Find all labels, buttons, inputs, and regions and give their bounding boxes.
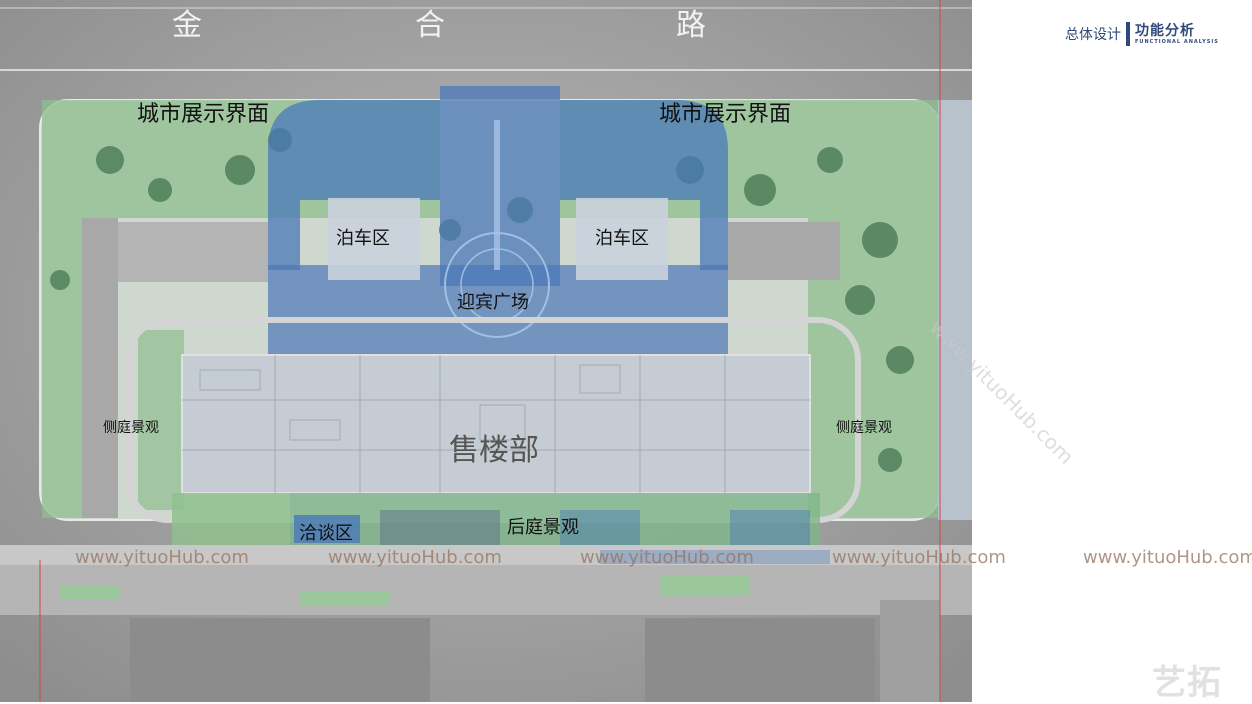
site-plan: 金 合 路 城市展示界面 城市展示界面 泊车区 泊车区 迎宾广场 售楼部 侧庭景… — [0, 0, 972, 702]
label-side-garden-right: 侧庭景观 — [836, 420, 892, 436]
road-name-char-2: 合 — [415, 8, 447, 43]
label-parking-right: 泊车区 — [595, 228, 649, 249]
label-side-garden-left: 侧庭景观 — [103, 420, 159, 436]
label-rear-garden: 后庭景观 — [507, 517, 579, 538]
label-negotiation-area: 洽谈区 — [299, 523, 353, 544]
watermark-2: www.yituoHub.com — [328, 547, 502, 568]
watermark-logo: 艺拓 — [1152, 663, 1222, 703]
side-panel — [972, 0, 1252, 702]
label-welcome-plaza: 迎宾广场 — [457, 292, 529, 313]
site-plan-drawing — [0, 0, 972, 702]
lower-building-right — [645, 618, 875, 702]
watermark-5: www.yituoHub.com — [1083, 547, 1252, 568]
parking-zone-left-road — [268, 100, 440, 270]
header-divider — [1126, 22, 1130, 46]
parking-lot-right — [576, 198, 668, 280]
negotiation-zone — [294, 515, 360, 543]
rear-garden-zone — [290, 493, 820, 545]
road-name-char-3: 路 — [676, 8, 708, 43]
parking-lot-left — [328, 198, 420, 280]
page-header: 总体设计 功能分析 FUNCTIONAL ANALYSIS — [1065, 22, 1219, 46]
label-parking-left: 泊车区 — [336, 228, 390, 249]
label-sales-office: 售楼部 — [449, 433, 539, 468]
header-title-stack: 功能分析 FUNCTIONAL ANALYSIS — [1135, 22, 1219, 45]
road-name-char-1: 金 — [172, 8, 204, 43]
lower-building-left — [130, 618, 430, 702]
label-city-display-left: 城市展示界面 — [137, 102, 270, 127]
watermark-1: www.yituoHub.com — [75, 547, 249, 568]
watermark-4: www.yituoHub.com — [832, 547, 1006, 568]
section-title: 总体设计 — [1065, 27, 1121, 43]
sales-office-building — [181, 354, 811, 494]
label-city-display-right: 城市展示界面 — [659, 102, 792, 127]
watermark-3: www.yituoHub.com — [580, 547, 754, 568]
page-title: 功能分析 — [1135, 22, 1195, 39]
page-subtitle: FUNCTIONAL ANALYSIS — [1135, 38, 1219, 45]
